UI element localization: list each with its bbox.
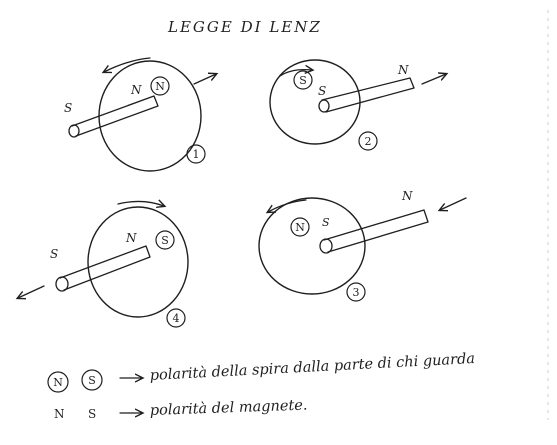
coil-loop xyxy=(98,60,202,172)
motion-arrow xyxy=(18,285,45,298)
bar-magnet xyxy=(59,245,151,291)
magnet-end-face xyxy=(55,276,69,292)
magnet-end-label-n: N xyxy=(125,231,137,245)
legend: N S polarità della spira dalla parte di … xyxy=(47,351,475,421)
coil-loop xyxy=(269,59,361,145)
bar-magnet xyxy=(323,209,429,253)
legend-text-magnet-polarity: polarità del magnete. xyxy=(150,398,308,419)
loop-pole-circle xyxy=(290,217,310,237)
coil-loop xyxy=(258,197,366,295)
figure-number: 2 xyxy=(365,135,372,148)
legend-plain-s: S xyxy=(88,407,96,421)
figure-number-circle xyxy=(346,282,366,302)
motion-arrow xyxy=(193,74,216,85)
figure-2: S N S 2 xyxy=(269,59,446,151)
current-arrow xyxy=(268,199,307,212)
legend-symbol-n: N xyxy=(53,376,63,389)
motion-arrow xyxy=(440,197,467,210)
figure-number: 4 xyxy=(173,312,180,325)
figure-3: S N N 3 xyxy=(258,189,467,302)
magnet-end-face xyxy=(319,238,333,254)
loop-pole-label: N xyxy=(295,221,305,234)
figure-number-circle xyxy=(166,308,186,328)
magnet-end-label-s: S xyxy=(318,84,326,98)
magnet-end-label-n: N xyxy=(397,63,409,77)
loop-pole-circle xyxy=(155,230,175,250)
bar-magnet xyxy=(321,77,415,113)
magnet-end-label-s: S xyxy=(322,216,330,229)
magnet-end-label-n: N xyxy=(401,189,413,203)
loop-pole-label: S xyxy=(161,234,169,247)
figure-number-circle xyxy=(186,144,206,164)
loop-pole-label: N xyxy=(155,80,165,93)
current-arrow xyxy=(279,70,312,77)
legend-plain-n: N xyxy=(54,407,65,421)
legend-circle-s xyxy=(81,369,103,391)
current-arrow xyxy=(104,57,151,72)
legend-symbol-s: S xyxy=(88,374,96,387)
loop-pole-circle xyxy=(150,76,170,96)
figure-number: 3 xyxy=(353,286,360,299)
coil-loop xyxy=(87,206,189,318)
figure-number: 1 xyxy=(193,148,200,161)
loop-pole-label: S xyxy=(299,74,307,87)
figure-1: S N N 1 xyxy=(64,57,216,172)
magnet-end-label-s: S xyxy=(64,101,72,115)
legend-circle-n xyxy=(47,371,69,393)
loop-pole-circle xyxy=(293,70,313,90)
magnet-end-face xyxy=(68,124,80,138)
magnet-end-label-s: S xyxy=(50,247,58,261)
figure-number-circle xyxy=(358,131,378,151)
motion-arrow xyxy=(421,74,446,85)
legend-text-loop-polarity: polarità della spira dalla parte di chi … xyxy=(149,351,475,384)
current-arrow xyxy=(117,201,164,206)
magnet-end-label-n: N xyxy=(130,83,142,97)
magnet-end-face xyxy=(318,99,330,113)
bar-magnet xyxy=(71,95,159,137)
page-title: LEGGE DI LENZ xyxy=(167,18,322,36)
figure-4: S N S 4 xyxy=(18,201,189,328)
